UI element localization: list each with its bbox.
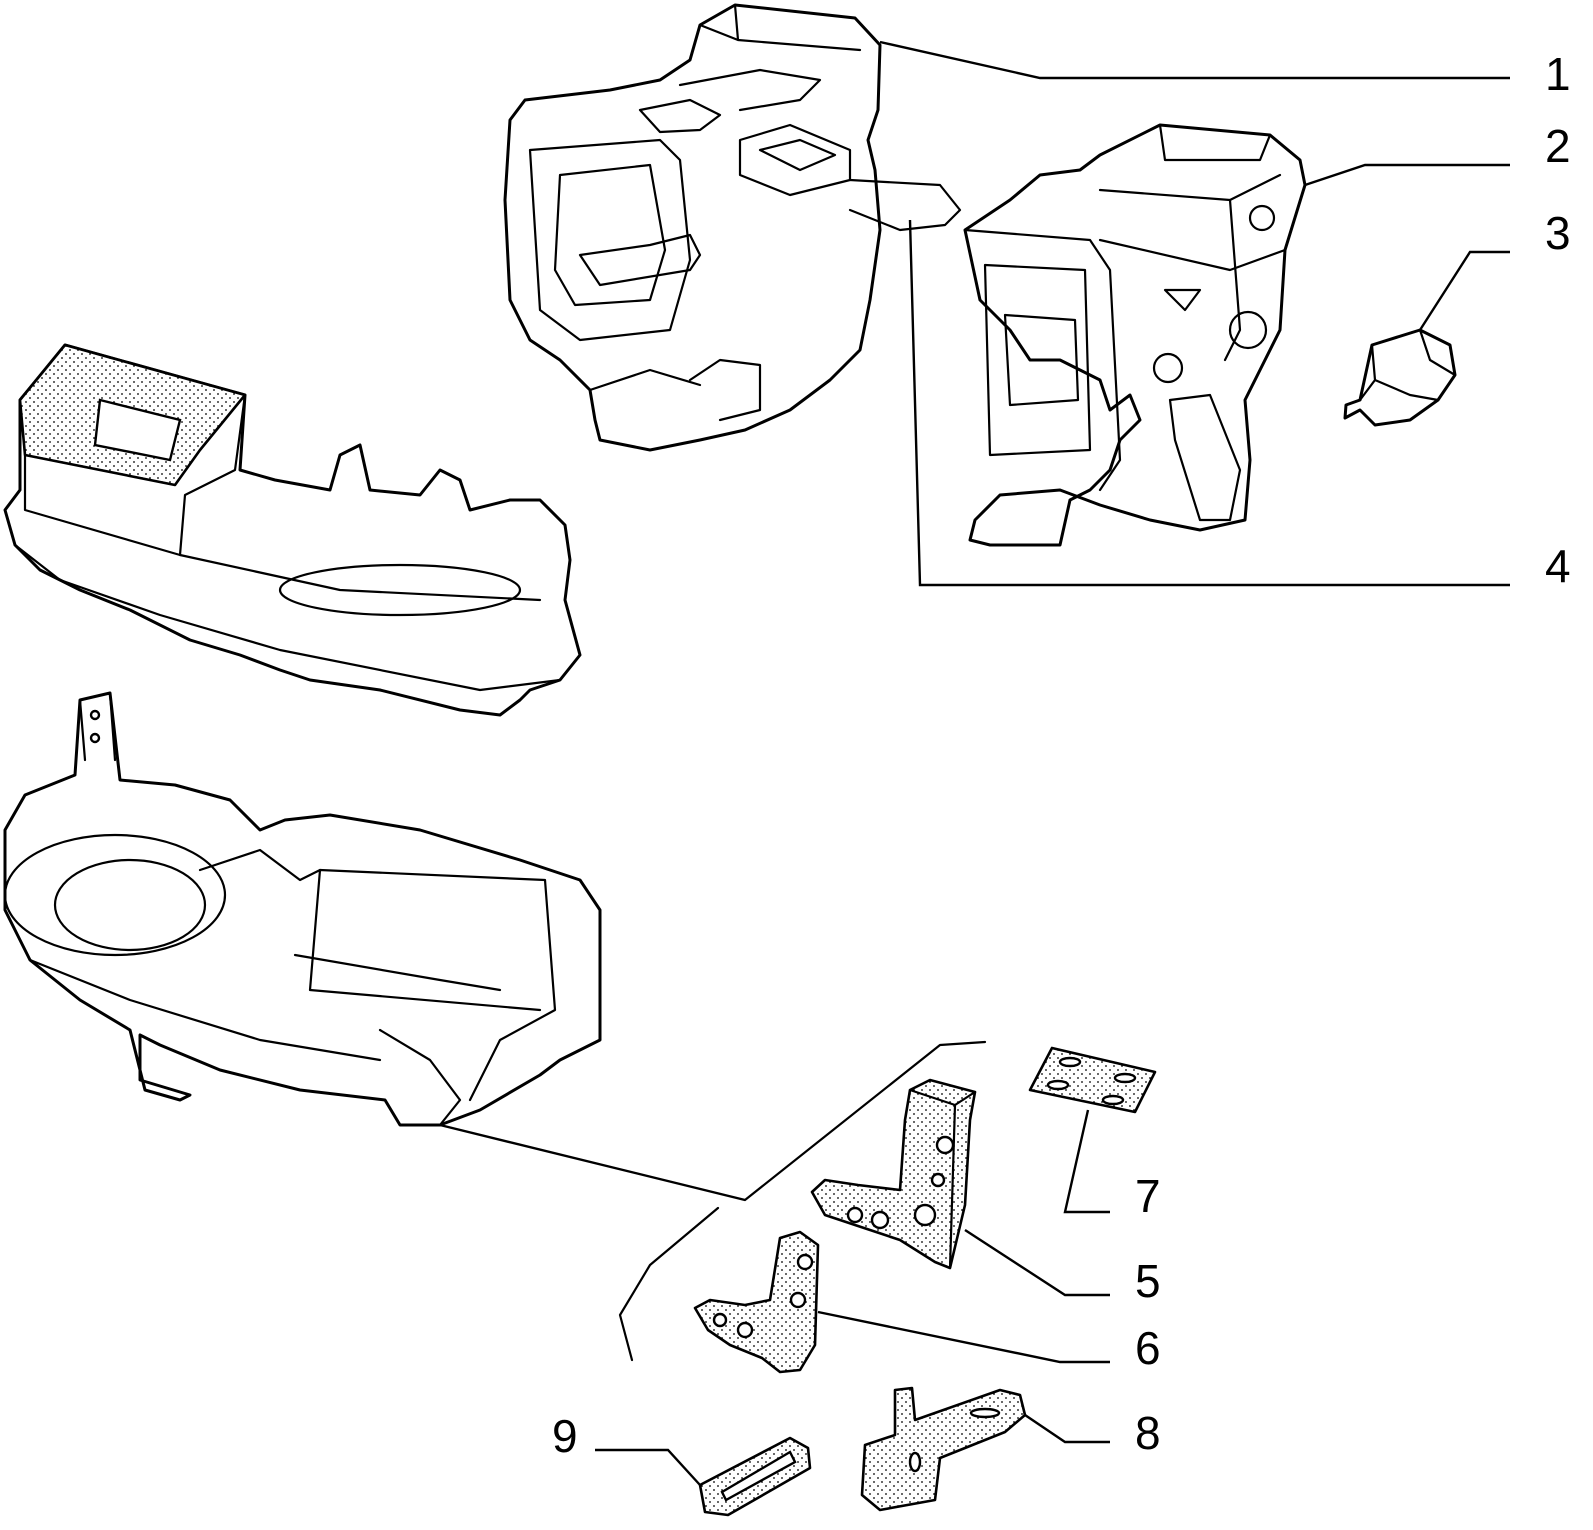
part-5-l-bracket: [810, 1078, 977, 1270]
leader-lines: [439, 40, 1510, 1486]
leader-housing-to-brackets: [439, 1123, 746, 1202]
callout-2: 2: [1545, 120, 1571, 172]
leader-2: [1304, 163, 1510, 187]
leader-5: [964, 1228, 1110, 1297]
callout-4: 4: [1545, 540, 1571, 592]
callout-7: 7: [1135, 1170, 1161, 1222]
part-8-angle-bracket: [860, 1386, 1027, 1512]
callout-3: 3: [1545, 207, 1571, 259]
blower-housing-lower-shell: [3, 691, 602, 1127]
blower-housing-upper-shell: [3, 343, 582, 717]
leader-3: [1418, 250, 1510, 331]
callout-8: 8: [1135, 1407, 1161, 1459]
leader-7: [1063, 1109, 1110, 1214]
part-2-blower-module: [963, 123, 1307, 547]
callout-9: 9: [552, 1410, 578, 1462]
leader-9: [595, 1448, 701, 1486]
callout-1: 1: [1545, 48, 1571, 100]
callout-5: 5: [1135, 1255, 1161, 1307]
leader-8: [1024, 1414, 1110, 1444]
bracket-group-outline: [618, 1040, 987, 1362]
callout-6: 6: [1135, 1322, 1161, 1374]
leader-4: [908, 219, 1510, 587]
part-3-actuator: [1343, 328, 1457, 427]
part-1-air-distribution-housing: [503, 3, 962, 452]
part-6-small-bracket: [693, 1230, 820, 1374]
part-9-grommet: [698, 1436, 812, 1517]
part-7-plate: [1028, 1046, 1157, 1114]
leader-6: [817, 1310, 1110, 1364]
leader-1: [879, 40, 1510, 80]
